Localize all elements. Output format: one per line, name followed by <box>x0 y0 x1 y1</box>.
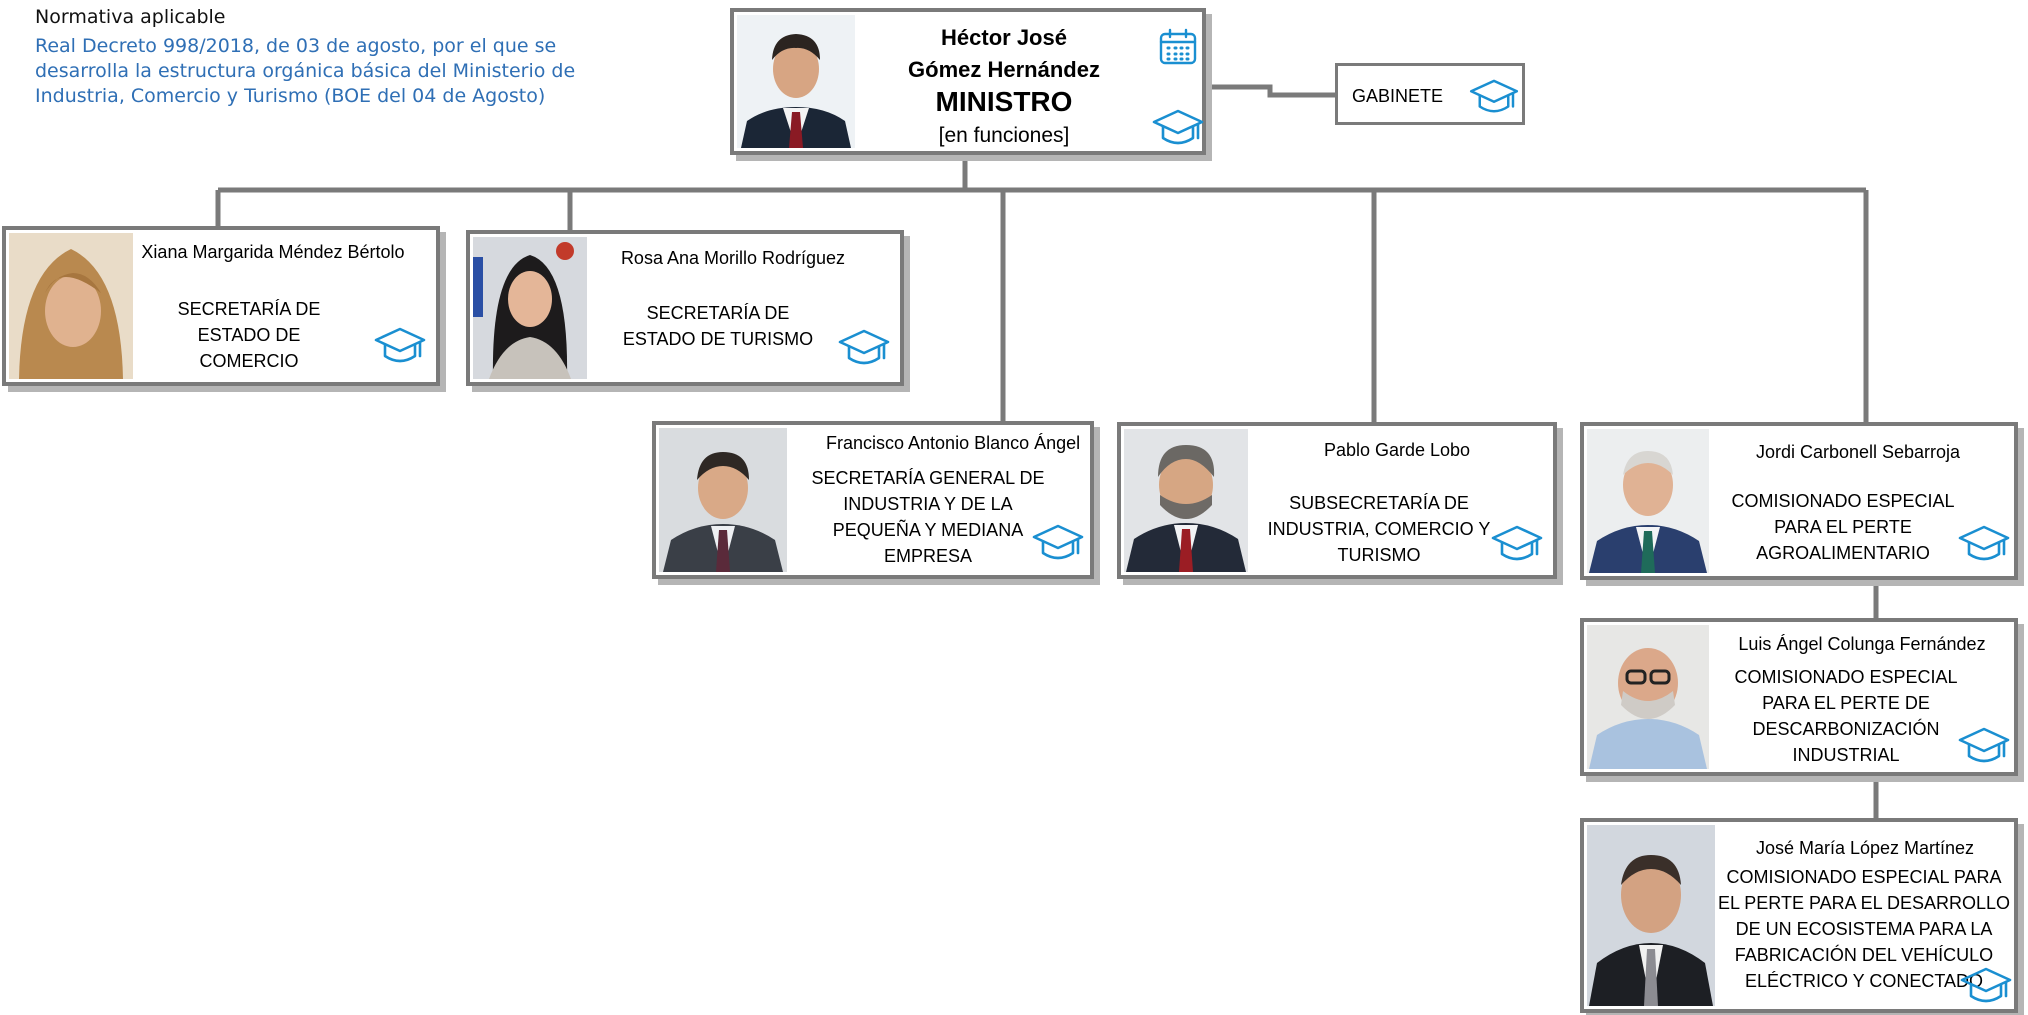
person-photo <box>1124 429 1248 572</box>
minister-status: [en funciones] <box>938 124 1070 147</box>
person-photo <box>473 237 587 379</box>
graduation-cap-icon[interactable] <box>1491 524 1543 564</box>
graduation-cap-icon[interactable] <box>1958 726 2010 766</box>
unit-title: COMISIONADO ESPECIAL PARA EL PERTE PARA … <box>1717 867 2011 991</box>
person-photo <box>659 428 787 572</box>
unit-box-secretaria-industria: Francisco Antonio Blanco Ángel SECRETARÍ… <box>652 421 1094 579</box>
unit-title: SECRETARÍA DE ESTADO DE TURISMO <box>622 303 814 349</box>
person-name: José María López Martínez <box>1755 838 1975 858</box>
person-photo <box>1587 625 1709 769</box>
unit-box-secretaria-comercio: Xiana Margarida Méndez Bértolo SECRETARÍ… <box>2 226 440 386</box>
person-name: Francisco Antonio Blanco Ángel <box>826 433 1081 453</box>
calendar-icon[interactable] <box>1158 28 1198 66</box>
person-name: Jordi Carbonell Sebarroja <box>1755 442 1961 462</box>
minister-name-line1: Héctor José <box>941 25 1067 50</box>
normativa-title: Normativa aplicable <box>35 6 226 28</box>
graduation-cap-icon[interactable] <box>374 326 426 366</box>
graduation-cap-icon[interactable] <box>1960 966 2012 1006</box>
person-name: Luis Ángel Colunga Fernández <box>1738 634 1986 654</box>
person-name: Xiana Margarida Méndez Bértolo <box>141 242 405 262</box>
graduation-cap-icon[interactable] <box>1152 108 1204 148</box>
unit-box-perte-vehiculo-electrico: José María López Martínez COMISIONADO ES… <box>1580 818 2018 1013</box>
minister-photo <box>737 15 855 148</box>
unit-box-perte-agroalimentario: Jordi Carbonell Sebarroja COMISIONADO ES… <box>1580 422 2018 580</box>
minister-box: Héctor José Gómez Hernández MINISTRO [en… <box>730 8 1206 155</box>
normativa-link[interactable]: Real Decreto 998/2018, de 03 de agosto, … <box>35 35 576 107</box>
unit-box-perte-descarbonizacion: Luis Ángel Colunga Fernández COMISIONADO… <box>1580 618 2018 776</box>
connector-minister-gabinete <box>1210 84 1337 98</box>
person-name: Pablo Garde Lobo <box>1323 440 1471 460</box>
unit-box-secretaria-turismo: Rosa Ana Morillo Rodríguez SECRETARÍA DE… <box>466 230 904 386</box>
unit-box-subsecretaria: Pablo Garde Lobo SUBSECRETARÍA DE INDUST… <box>1117 422 1557 579</box>
unit-title: COMISIONADO ESPECIAL PARA EL PERTE DE DE… <box>1734 667 1958 765</box>
unit-title: SECRETARÍA DE ESTADO DE COMERCIO <box>177 299 321 371</box>
unit-title: COMISIONADO ESPECIAL PARA EL PERTE AGROA… <box>1731 491 1955 563</box>
graduation-cap-icon[interactable] <box>1032 523 1084 563</box>
gabinete-box[interactable]: GABINETE <box>1335 63 1525 125</box>
person-name: Rosa Ana Morillo Rodríguez <box>620 248 846 268</box>
graduation-cap-icon[interactable] <box>1468 78 1520 116</box>
minister-name-line2: Gómez Hernández <box>908 57 1100 82</box>
unit-title: SUBSECRETARÍA DE INDUSTRIA, COMERCIO Y T… <box>1267 493 1491 565</box>
graduation-cap-icon[interactable] <box>1958 524 2010 564</box>
graduation-cap-icon[interactable] <box>838 328 890 368</box>
person-photo <box>1587 429 1709 573</box>
unit-title: SECRETARÍA GENERAL DE INDUSTRIA Y DE LA … <box>811 468 1045 566</box>
person-photo <box>9 233 133 379</box>
minister-role: MINISTRO <box>935 86 1073 117</box>
gabinete-label: GABINETE <box>1352 86 1444 106</box>
person-photo <box>1587 825 1715 1006</box>
